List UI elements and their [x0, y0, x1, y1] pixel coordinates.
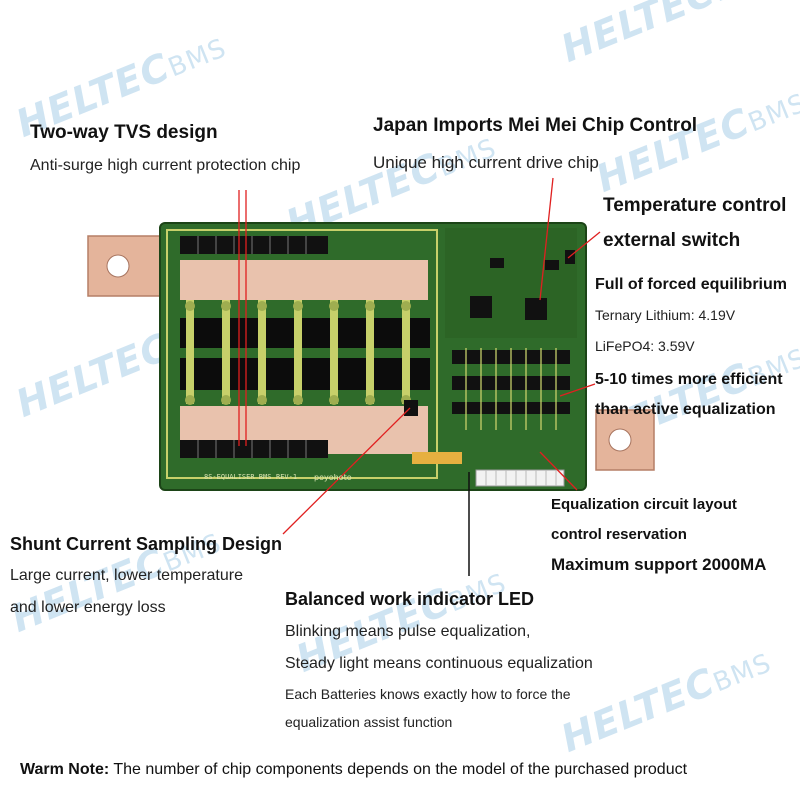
- left-busbar-hole: [106, 254, 130, 278]
- layout-line1: Equalization circuit layout: [551, 496, 737, 513]
- pcb-copper-upper: [180, 260, 428, 300]
- equilibrium-title: Full of forced equilibrium: [595, 276, 787, 293]
- efficient-line1: 5-10 times more efficient: [595, 371, 783, 388]
- layout-line3: Maximum support 2000MA: [551, 555, 767, 574]
- chip-description: Unique high current drive chip: [373, 153, 599, 172]
- led-line1: Blinking means pulse equalization,: [285, 623, 531, 640]
- shunt-title: Shunt Current Sampling Design: [10, 534, 283, 554]
- tvs-row-top: [180, 236, 328, 254]
- mosfet-bank: [180, 318, 430, 390]
- balance-connector: [475, 469, 565, 487]
- led-line4: equalization assist function: [285, 714, 453, 730]
- control-chip: [470, 296, 492, 318]
- mosfet-pads: [186, 300, 410, 404]
- control-section: [445, 228, 577, 338]
- right-busbar-hole: [608, 428, 632, 452]
- tvs-row-bottom: [180, 440, 328, 458]
- control-chip: [525, 298, 547, 320]
- shunt-line2: and lower energy loss: [10, 599, 166, 616]
- silkscreen-brand: poyohoto: [314, 473, 352, 482]
- led-line2: Steady light means continuous equalizati…: [285, 655, 593, 672]
- silkscreen-rev: REV-1: [276, 473, 298, 481]
- equilibrium-lifepo4: LiFePO4: 3.59V: [595, 338, 695, 354]
- temp-title-line2: external switch: [603, 230, 741, 251]
- efficient-line2: than active equalization: [595, 401, 776, 418]
- equilibrium-ternary: Ternary Lithium: 4.19V: [595, 307, 736, 323]
- warm-note: Warm Note: The number of chip components…: [20, 761, 687, 779]
- callout-lines: [238, 177, 601, 535]
- chip-title: Japan Imports Mei Mei Chip Control: [373, 115, 698, 136]
- layout-line2: control reservation: [551, 526, 687, 543]
- led-title: Balanced work indicator LED: [285, 589, 535, 609]
- temp-title-line1: Temperature control: [603, 195, 787, 216]
- warm-note-text: The number of chip components depends on…: [109, 761, 688, 778]
- pcb-trace-border: [166, 229, 438, 479]
- indicator-led-row: [412, 452, 462, 464]
- shunt-resistor: [404, 400, 418, 416]
- tvs-description: Anti-surge high current protection chip: [30, 157, 301, 174]
- warm-note-label: Warm Note:: [20, 761, 110, 778]
- silkscreen-model: 8S-EQUALISER BMS: [204, 473, 272, 481]
- tvs-title: Two-way TVS design: [30, 122, 218, 143]
- shunt-line1: Large current, lower temperature: [10, 567, 243, 584]
- led-line3: Each Batteries knows exactly how to forc…: [285, 686, 571, 702]
